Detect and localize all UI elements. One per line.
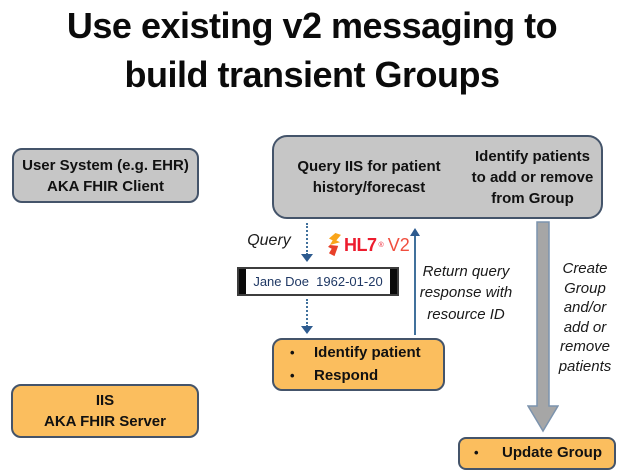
hl7-wordmark: HL7 [344, 234, 377, 255]
message-endbar-left [239, 269, 246, 294]
query-iis-box: Query IIS for patient history/forecast I… [272, 135, 603, 219]
hl7-version-label: V2 [387, 234, 410, 255]
list-item: Respond [290, 365, 443, 388]
iis-server-box: IIS AKA FHIR Server [11, 384, 199, 438]
query-arrow-line-bottom [306, 299, 308, 327]
slide-title: Use existing v2 messaging to build trans… [66, 5, 558, 95]
message-endbar-right [390, 269, 397, 294]
list-item: Identify patient [290, 342, 443, 365]
identify-respond-list: Identify patient Respond [274, 342, 443, 387]
query-arrowhead-bottom [301, 326, 313, 334]
create-group-arrow [527, 221, 559, 433]
query-arrowhead-top [301, 254, 313, 262]
return-response-label: Return query response with resource ID [419, 263, 513, 323]
hl7-registered-mark: ® [378, 241, 384, 249]
identify-respond-box: Identify patient Respond [272, 338, 445, 391]
query-iis-label: Query IIS for patient history/forecast [297, 158, 441, 196]
identify-patients-label: Identify patients to add or remove from … [471, 147, 594, 207]
patient-message-box: Jane Doe 1962-01-20 [237, 267, 399, 296]
create-group-label: Create Group and/or add or remove patien… [558, 260, 612, 375]
user-system-box: User System (e.g. EHR) AKA FHIR Client [12, 148, 199, 203]
update-group-list: Update Group [460, 442, 602, 465]
update-group-box: Update Group [458, 437, 616, 470]
list-item: Update Group [474, 442, 602, 465]
patient-message-text: Jane Doe 1962-01-20 [253, 274, 383, 289]
user-system-label: User System (e.g. EHR) AKA FHIR Client [22, 156, 189, 195]
response-arrow-line [414, 236, 416, 335]
query-label: Query [247, 232, 291, 249]
hl7-flame-icon [328, 233, 341, 257]
response-arrowhead [410, 228, 420, 236]
hl7-v2-logo: HL7 ® V2 [327, 233, 410, 257]
iis-server-label: IIS AKA FHIR Server [44, 392, 166, 430]
query-arrow-line-top [306, 223, 308, 255]
